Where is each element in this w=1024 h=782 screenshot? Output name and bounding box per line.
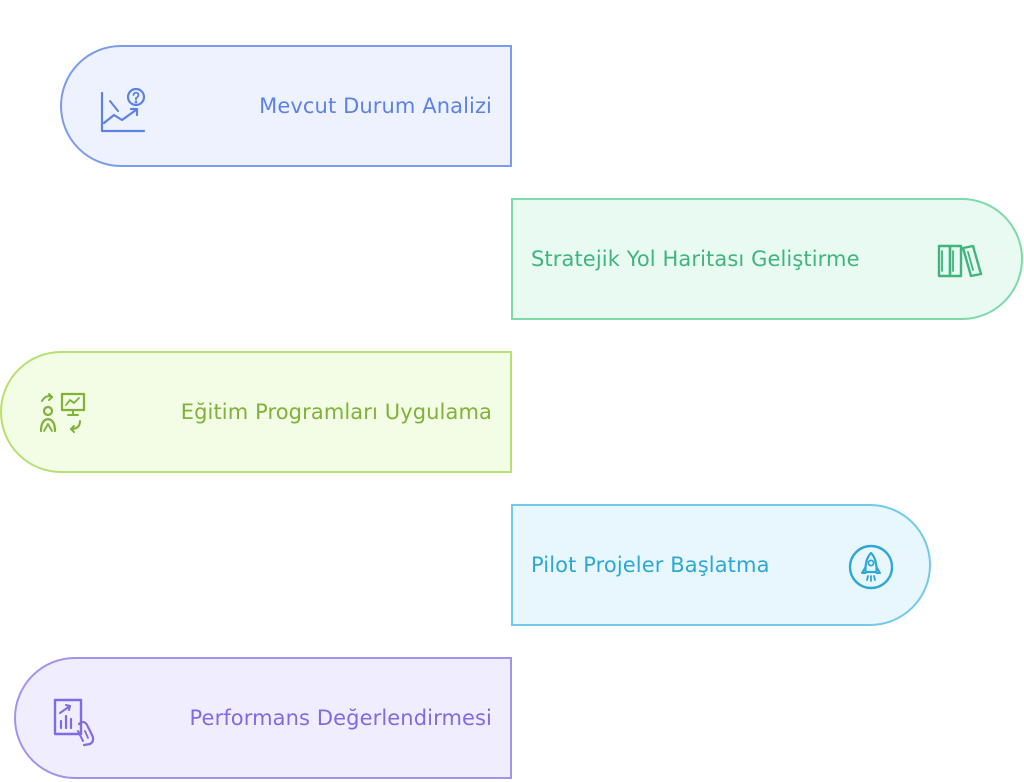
chart-question-icon — [100, 87, 146, 133]
step-label: Mevcut Durum Analizi — [259, 94, 492, 118]
step-label: Eğitim Programları Uygulama — [180, 400, 492, 424]
training-presenter-icon — [39, 392, 86, 433]
step-performans-degerlendirmesi: Performans Değerlendirmesi — [14, 657, 512, 779]
step-label: Pilot Projeler Başlatma — [531, 553, 770, 577]
books-icon — [937, 244, 983, 278]
rocket-icon — [848, 544, 894, 590]
step-egitim-programlari: Eğitim Programları Uygulama — [0, 351, 512, 473]
report-hand-icon — [53, 698, 95, 747]
step-stratejik-yol-haritasi: Stratejik Yol Haritası Geliştirme — [511, 198, 1023, 320]
step-label: Performans Değerlendirmesi — [189, 706, 492, 730]
step-pilot-projeler: Pilot Projeler Başlatma — [511, 504, 931, 626]
step-label: Stratejik Yol Haritası Geliştirme — [531, 247, 860, 271]
step-mevcut-durum-analizi: Mevcut Durum Analizi — [60, 45, 512, 167]
